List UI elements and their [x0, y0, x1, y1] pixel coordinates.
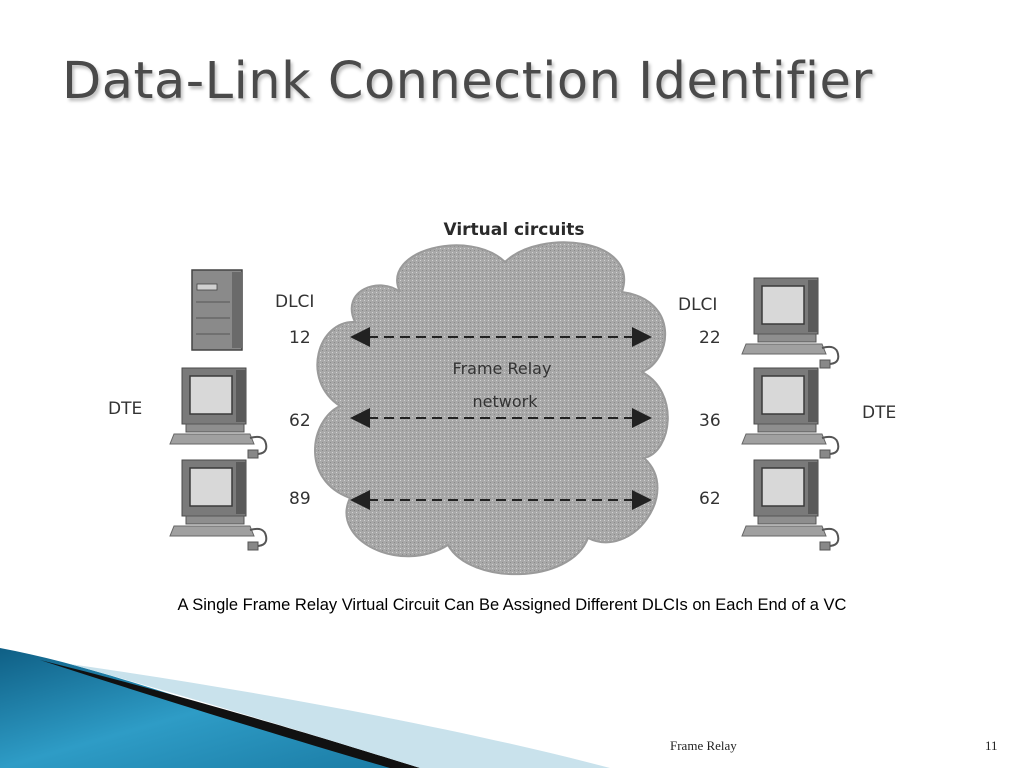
cloud-label-line2: network	[473, 392, 539, 411]
decorative-swoosh	[0, 648, 610, 768]
router-icon	[191, 269, 243, 351]
left-computer-icon-2	[169, 459, 268, 551]
diagram-caption: A Single Frame Relay Virtual Circuit Can…	[177, 596, 847, 614]
left-dlci-value: 62	[289, 411, 311, 431]
cloud-label-line1: Frame Relay	[453, 359, 552, 378]
slide-title: Data-Link Connection Identifier	[62, 52, 873, 111]
left-computer-icon-1	[169, 367, 268, 459]
left-dlci-header: DLCI	[275, 292, 314, 312]
right-dte-label: DTE	[862, 403, 896, 423]
right-dlci-value: 36	[699, 411, 721, 431]
right-computer-icon-1	[741, 277, 840, 369]
left-dlci-value: 12	[289, 328, 311, 348]
right-dlci-header: DLCI	[678, 295, 717, 315]
right-computer-icon-2	[741, 367, 840, 459]
vc-diagram: Virtual circuits Frame Relay network DLC…	[108, 220, 896, 576]
left-dte-label: DTE	[108, 399, 142, 419]
left-dlci-value: 89	[289, 489, 311, 509]
diagram-heading: Virtual circuits	[443, 220, 584, 240]
footer-text: Frame Relay	[670, 738, 737, 753]
right-computer-icon-3	[741, 459, 840, 551]
right-dlci-value: 62	[699, 489, 721, 509]
page-number: 11	[985, 738, 998, 753]
right-dlci-value: 22	[699, 328, 721, 348]
